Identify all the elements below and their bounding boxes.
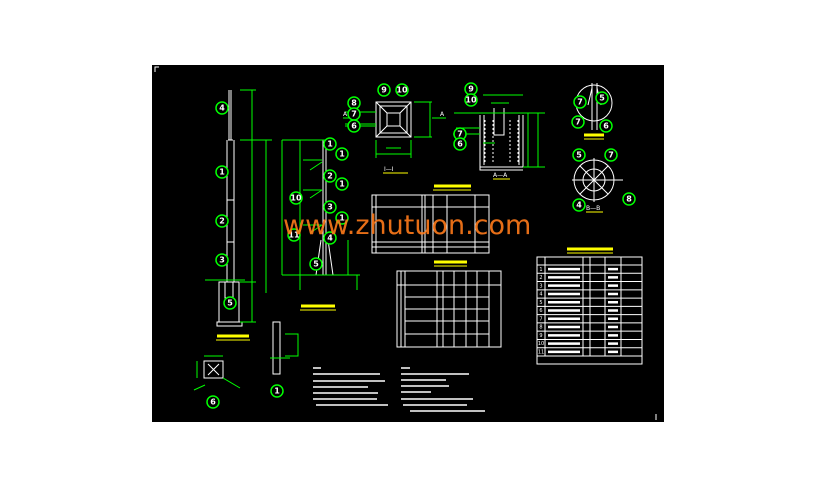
callout-detail: 1	[270, 384, 284, 398]
section-mark-a: A	[440, 111, 445, 118]
section-mark-a: A	[343, 111, 348, 118]
row-number: 10	[538, 341, 544, 347]
svg-text:6: 6	[457, 140, 463, 149]
callout-left-pole: 5	[223, 296, 237, 310]
row-number: 2	[539, 275, 542, 281]
section-label-ii: I—I	[384, 166, 394, 173]
svg-text:7: 7	[457, 130, 463, 139]
callout-detail: 6	[206, 395, 220, 409]
svg-text:5: 5	[599, 94, 605, 103]
callout-plan: 10	[395, 83, 409, 97]
svg-text:11: 11	[288, 231, 300, 240]
watermark: www.zhutuon.com	[283, 210, 531, 241]
base-plan: I—I A A	[343, 101, 446, 174]
row-number: 9	[539, 333, 542, 339]
row-number: 8	[539, 325, 542, 331]
callout-mid-pole: 1	[335, 177, 349, 191]
callout-plan: 6	[347, 119, 361, 133]
callout-top-circle: 7	[571, 115, 585, 129]
materials-table: 1 2 3 4 5 6 7 8 9 10 11	[536, 252, 643, 365]
callout-mid-pole: 5	[309, 257, 323, 271]
callout-plan: 9	[377, 83, 391, 97]
callout-mid-pole: 4	[323, 231, 337, 245]
callout-top-circle: 6	[599, 119, 613, 133]
svg-text:4: 4	[576, 201, 582, 210]
svg-text:5: 5	[227, 299, 233, 308]
svg-text:8: 8	[351, 99, 357, 108]
svg-text:7: 7	[575, 118, 581, 127]
row-number: 5	[539, 300, 542, 306]
svg-text:6: 6	[351, 122, 357, 131]
notes	[313, 367, 485, 412]
callout-mid-pole: 1	[335, 211, 349, 225]
section-label-bb: B—B	[586, 205, 600, 212]
table-2	[396, 265, 502, 348]
row-number: 3	[539, 283, 542, 289]
svg-text:2: 2	[219, 217, 225, 226]
row-number: 4	[539, 292, 542, 298]
row-number: 11	[538, 350, 544, 356]
svg-text:1: 1	[339, 180, 345, 189]
table-rules	[537, 264, 642, 357]
callout-top-circle: 7	[573, 95, 587, 109]
svg-text:9: 9	[381, 86, 387, 95]
svg-text:1: 1	[327, 140, 333, 149]
svg-text:4: 4	[219, 104, 225, 113]
pole-elevation	[205, 89, 272, 327]
svg-text:1: 1	[219, 168, 225, 177]
svg-text:3: 3	[327, 203, 333, 212]
callout-bottom-circle: 5	[572, 148, 586, 162]
svg-text:7: 7	[577, 98, 583, 107]
corner-mark	[154, 66, 159, 72]
row-number: 6	[539, 308, 542, 314]
callout-mid-pole: 11	[287, 228, 301, 242]
svg-text:8: 8	[626, 195, 632, 204]
svg-text:2: 2	[327, 172, 333, 181]
callout-left-pole: 4	[215, 101, 229, 115]
svg-text:5: 5	[313, 260, 319, 269]
svg-text:10: 10	[396, 86, 408, 95]
callout-mid-pole: 1	[323, 137, 337, 151]
svg-text:6: 6	[603, 122, 609, 131]
callout-bottom-circle: 4	[572, 198, 586, 212]
callout-mid-pole: 1	[335, 147, 349, 161]
svg-text:10: 10	[290, 194, 302, 203]
callout-left-pole: 2	[215, 214, 229, 228]
callout-section: 10	[464, 93, 478, 107]
svg-text:7: 7	[608, 151, 614, 160]
callout-section: 9	[464, 82, 478, 96]
svg-text:4: 4	[327, 234, 333, 243]
callout-bottom-circle: 8	[622, 192, 636, 206]
callout-mid-pole: 3	[323, 200, 337, 214]
svg-text:6: 6	[210, 398, 216, 407]
row-number: 7	[539, 316, 542, 322]
callout-left-pole: 3	[215, 253, 229, 267]
callout-section: 6	[453, 137, 467, 151]
callout-mid-pole: 10	[289, 191, 303, 205]
pole-assembly	[281, 139, 360, 290]
row-number: 1	[539, 267, 542, 273]
callout-top-circle: 5	[595, 91, 609, 105]
svg-text:3: 3	[219, 256, 225, 265]
section-label-aa: A—A	[493, 172, 508, 179]
svg-text:1: 1	[274, 387, 280, 396]
svg-text:1: 1	[339, 214, 345, 223]
svg-text:5: 5	[576, 151, 582, 160]
svg-text:1: 1	[339, 150, 345, 159]
detail-views	[193, 321, 299, 391]
svg-text:10: 10	[465, 96, 477, 105]
callout-plan: 8	[347, 96, 361, 110]
table-1	[371, 189, 490, 254]
callout-mid-pole: 2	[323, 169, 337, 183]
callout-plan: 7	[347, 107, 361, 121]
svg-text:9: 9	[468, 85, 474, 94]
chinese-title	[217, 133, 613, 338]
svg-text:7: 7	[351, 110, 357, 119]
callout-left-pole: 1	[215, 165, 229, 179]
callout-bottom-circle: 7	[604, 148, 618, 162]
